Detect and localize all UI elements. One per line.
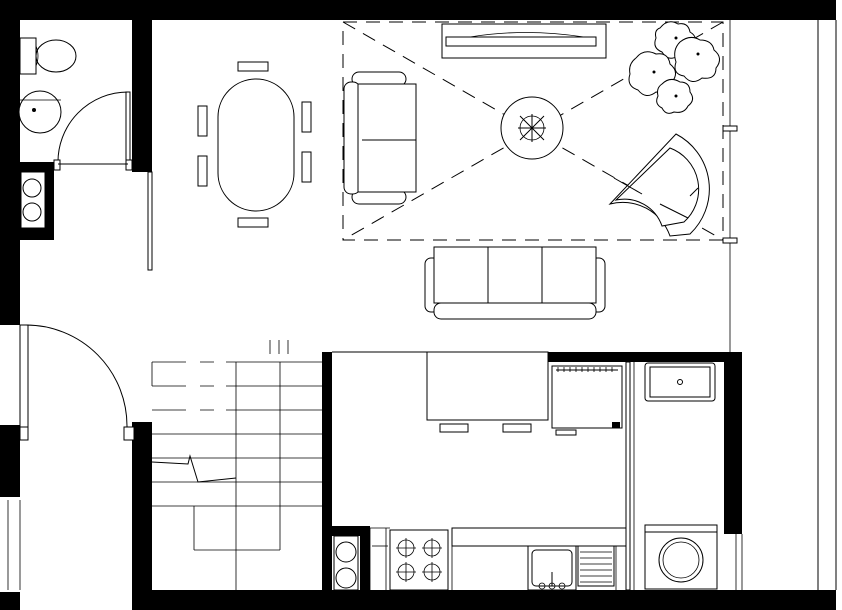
wall-bath-right bbox=[132, 0, 152, 172]
lounge-chair-icon bbox=[608, 133, 710, 237]
kitchen bbox=[332, 351, 718, 591]
staircase-icon bbox=[151, 340, 322, 590]
toilet-icon bbox=[19, 37, 77, 75]
shower-niche-icon bbox=[20, 171, 46, 229]
entrance-door-icon[interactable] bbox=[19, 324, 135, 441]
armchair-2seat-icon bbox=[343, 71, 417, 205]
kitchen-island-icon bbox=[426, 351, 549, 433]
sliding-door[interactable] bbox=[147, 171, 153, 271]
cooktop-icon bbox=[372, 529, 449, 591]
facade-glazing bbox=[7, 20, 837, 590]
wall-top bbox=[0, 0, 836, 20]
bath-door-icon[interactable] bbox=[53, 91, 133, 171]
wall-stair-left bbox=[132, 422, 152, 610]
coffee-table-icon bbox=[500, 96, 564, 160]
kitchen-sink-icon bbox=[527, 545, 577, 591]
kitchen-counter bbox=[451, 527, 627, 590]
utility-sink-icon bbox=[644, 362, 716, 402]
wall-bottom bbox=[132, 590, 836, 610]
fridge-icon bbox=[551, 365, 623, 436]
wall-kitchen-right bbox=[724, 352, 742, 534]
wall-kitchen-left bbox=[322, 352, 332, 592]
dining-table-icon bbox=[197, 61, 312, 228]
wall-kitchen-top bbox=[548, 352, 742, 362]
utility-partition bbox=[625, 361, 635, 591]
sofa-3seat-icon bbox=[424, 246, 606, 320]
plant-icon bbox=[628, 21, 720, 114]
drainer-icon bbox=[577, 545, 615, 587]
bathroom bbox=[18, 37, 133, 229]
wall-left-bottom bbox=[0, 592, 20, 610]
kitchen-column bbox=[332, 526, 390, 591]
washing-machine-icon bbox=[644, 524, 718, 590]
wall-left-lower bbox=[0, 425, 20, 497]
wall-left-upper bbox=[0, 0, 20, 325]
washbasin-icon bbox=[18, 90, 62, 134]
tv-unit-icon bbox=[441, 23, 607, 59]
